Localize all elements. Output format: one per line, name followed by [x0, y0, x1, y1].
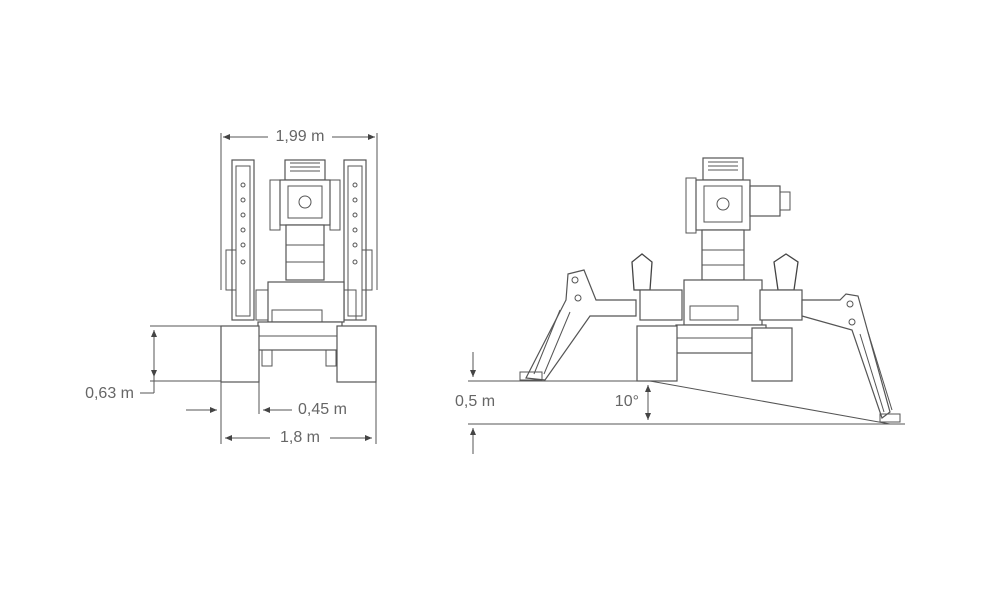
side-right-track	[751, 327, 793, 382]
right-column	[343, 159, 367, 321]
side-left-track	[636, 325, 678, 382]
slope-line	[649, 380, 891, 425]
height-clearance-label: 0,63 m	[85, 385, 134, 402]
right-track	[336, 325, 377, 383]
width-bottom-label: 1,8 m	[280, 429, 320, 446]
angle-label: 10°	[615, 393, 639, 410]
front-view: 1,99 m	[85, 128, 378, 446]
left-column	[231, 159, 255, 321]
ground-offset-label: 0,5 m	[455, 393, 495, 410]
left-outrigger	[525, 269, 637, 381]
track-width-label: 0,45 m	[298, 401, 347, 418]
machine-front	[220, 159, 377, 383]
machine-side	[519, 157, 901, 423]
side-view: 0,5 m 10°	[455, 157, 905, 454]
right-outrigger	[801, 293, 891, 419]
width-top-label: 1,99 m	[276, 128, 325, 145]
left-track	[220, 325, 260, 383]
